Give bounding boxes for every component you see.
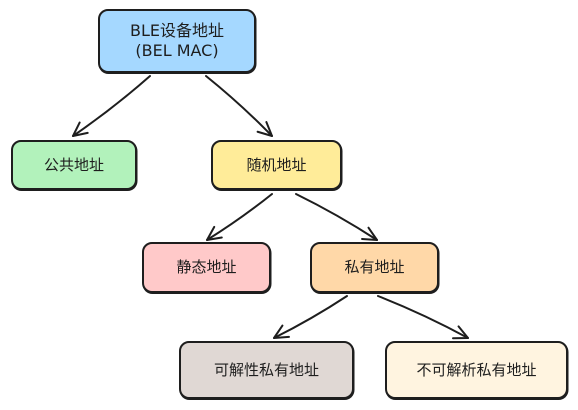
edge-line <box>295 193 378 241</box>
edge-root-to-public <box>72 75 151 137</box>
edge-private-to-resolvable <box>273 295 348 339</box>
node-root-subtitle: (BEL MAC) <box>135 41 219 60</box>
node-private-address: 私有地址 <box>310 242 439 293</box>
node-non-resolvable-label: 不可解析私有地址 <box>416 360 537 379</box>
arrowhead-icon <box>273 324 290 339</box>
arrowhead-icon <box>361 226 378 241</box>
node-public-address: 公共地址 <box>11 140 137 190</box>
arrowhead-icon <box>72 121 89 137</box>
node-static-label: 静态地址 <box>176 258 237 277</box>
edge-line <box>377 295 469 339</box>
edge-line <box>273 295 348 339</box>
node-resolvable-private-address: 可解性私有地址 <box>179 341 354 399</box>
edge-line <box>205 75 273 137</box>
node-root-title: BLE设备地址 <box>129 21 224 40</box>
edge-line <box>72 75 151 137</box>
node-public-label: 公共地址 <box>43 155 104 174</box>
node-private-label: 私有地址 <box>344 258 405 277</box>
arrowhead-icon <box>206 225 223 241</box>
edge-random-to-private <box>295 193 378 241</box>
node-resolvable-label: 可解性私有地址 <box>213 360 319 379</box>
node-random-label: 随机地址 <box>246 155 307 174</box>
node-non-resolvable-private-address: 不可解析私有地址 <box>385 341 568 399</box>
arrowhead-icon <box>256 121 273 137</box>
edge-line <box>206 193 273 241</box>
arrowhead-icon <box>452 325 469 340</box>
edge-root-to-random <box>205 75 273 137</box>
node-random-address: 随机地址 <box>211 140 342 190</box>
node-static-address: 静态地址 <box>142 242 271 293</box>
node-ble-device-address: BLE设备地址 (BEL MAC) <box>98 9 256 73</box>
edge-private-to-non_resolvable <box>377 295 469 340</box>
edge-random-to-static <box>206 193 273 241</box>
